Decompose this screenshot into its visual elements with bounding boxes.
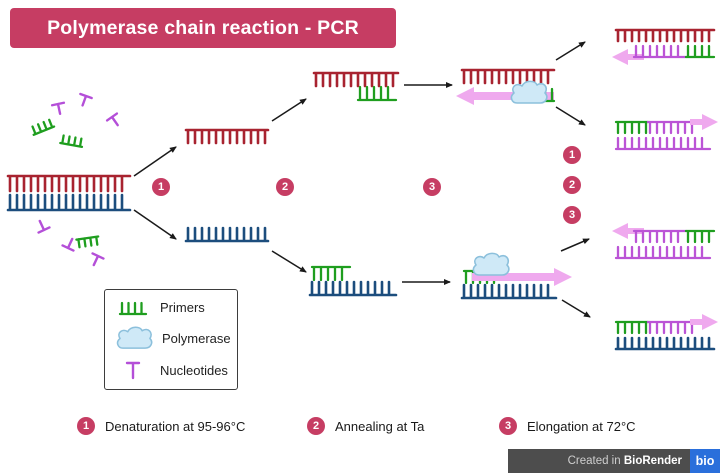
step-badge-2: 2 — [276, 178, 294, 196]
nucleotide-icon — [61, 237, 75, 252]
page-title: Polymerase chain reaction - PCR — [47, 16, 359, 39]
new-strand-arrow-right — [472, 268, 572, 286]
legend-item-primers: Primers — [115, 298, 227, 318]
product-duplex-3 — [612, 223, 716, 260]
nucleotide-icon — [50, 101, 66, 115]
product-duplex-1 — [612, 28, 716, 65]
split-arrow-bottom — [133, 209, 177, 240]
footer-step-label: Annealing at Ta — [335, 418, 425, 434]
new-strand — [646, 120, 700, 135]
title-banner: Polymerase chain reaction - PCR — [10, 8, 396, 48]
polymerase-icon — [510, 80, 548, 104]
flow-arrows — [133, 41, 591, 318]
new-strand — [632, 229, 688, 244]
green-primer — [684, 44, 716, 59]
nucleotide-icon — [115, 359, 151, 381]
new-strand — [632, 44, 688, 59]
nucleotide-icon — [37, 219, 51, 234]
cycle-badge-1: 1 — [563, 146, 581, 164]
footer-badge-1: 1 — [77, 417, 95, 435]
elongation-top — [456, 68, 556, 105]
new-strand-arrow-right — [690, 114, 718, 130]
legend-box: Primers Polymerase Nucleotides — [104, 289, 238, 390]
product-arrow-3 — [560, 238, 590, 252]
legend-label: Primers — [160, 300, 205, 316]
product-duplex-2 — [614, 114, 718, 151]
green-primer — [614, 120, 650, 135]
step-badge-1: 1 — [152, 178, 170, 196]
polymerase-icon — [115, 325, 153, 351]
red-template-strand — [312, 71, 400, 88]
annealed-top — [312, 71, 400, 102]
template-strand — [614, 136, 712, 151]
anneal-arrow-bottom — [271, 250, 307, 273]
polymerase-icon — [472, 252, 510, 276]
credit-text: Created in BioRender — [567, 455, 682, 467]
product-arrow-4 — [561, 299, 591, 318]
new-strand-arrow-left — [612, 49, 644, 65]
annealed-bottom — [308, 265, 398, 297]
footer-step-1: 1 Denaturation at 95-96°C — [77, 417, 245, 435]
footer-step-label: Elongation at 72°C — [527, 418, 636, 434]
primer-icon — [59, 134, 84, 148]
denatured-strands — [184, 128, 270, 243]
biorender-logo: bio — [690, 449, 720, 473]
nucleotide-icon — [105, 112, 119, 127]
cycle-badge-3: 3 — [563, 206, 581, 224]
split-arrow-top — [133, 146, 177, 177]
red-template-strand — [6, 174, 132, 193]
footer-step-3: 3 Elongation at 72°C — [499, 417, 636, 435]
footer-step-label: Denaturation at 95-96°C — [105, 418, 246, 434]
footer-badge-2: 2 — [307, 417, 325, 435]
blue-template-strand — [6, 193, 132, 212]
credit-bar: Created in BioRender bio — [508, 449, 720, 473]
legend-label: Nucleotides — [160, 362, 228, 378]
primer-icon — [31, 118, 56, 136]
free-nucleotides-and-primers — [31, 92, 119, 267]
template-dna-double-strand — [6, 174, 132, 212]
denatured-red-strand — [184, 128, 270, 145]
product-arrow-1 — [555, 41, 586, 61]
green-primer — [310, 265, 352, 282]
cycle-badge-2: 2 — [563, 176, 581, 194]
nucleotide-icon — [79, 92, 93, 107]
new-strand-arrow-right — [690, 314, 718, 330]
red-template-strand — [460, 68, 556, 85]
product-arrow-2 — [555, 106, 586, 126]
green-primer — [356, 85, 398, 102]
primer-icon — [115, 298, 151, 318]
product-duplex-4 — [614, 314, 718, 351]
nucleotide-icon — [91, 252, 105, 267]
new-strand — [646, 320, 700, 335]
green-primer — [614, 320, 650, 335]
green-primer — [684, 229, 716, 244]
new-strand-arrow-left — [612, 223, 644, 239]
legend-label: Polymerase — [162, 330, 231, 346]
legend-item-nucleotides: Nucleotides — [115, 359, 228, 381]
legend-item-polymerase: Polymerase — [115, 325, 231, 351]
blue-template-strand — [308, 280, 398, 297]
template-strand — [614, 245, 712, 260]
blue-template-strand — [460, 283, 558, 300]
denatured-blue-strand — [184, 226, 270, 243]
footer-badge-3: 3 — [499, 417, 517, 435]
red-template-strand — [614, 28, 716, 43]
new-strand-arrow-left — [456, 87, 554, 105]
primer-icon — [75, 235, 100, 249]
footer-step-2: 2 Annealing at Ta — [307, 417, 424, 435]
anneal-arrow-top — [271, 98, 307, 122]
elongation-bottom — [460, 252, 572, 300]
blue-template-strand — [614, 336, 716, 351]
step-badge-3: 3 — [423, 178, 441, 196]
